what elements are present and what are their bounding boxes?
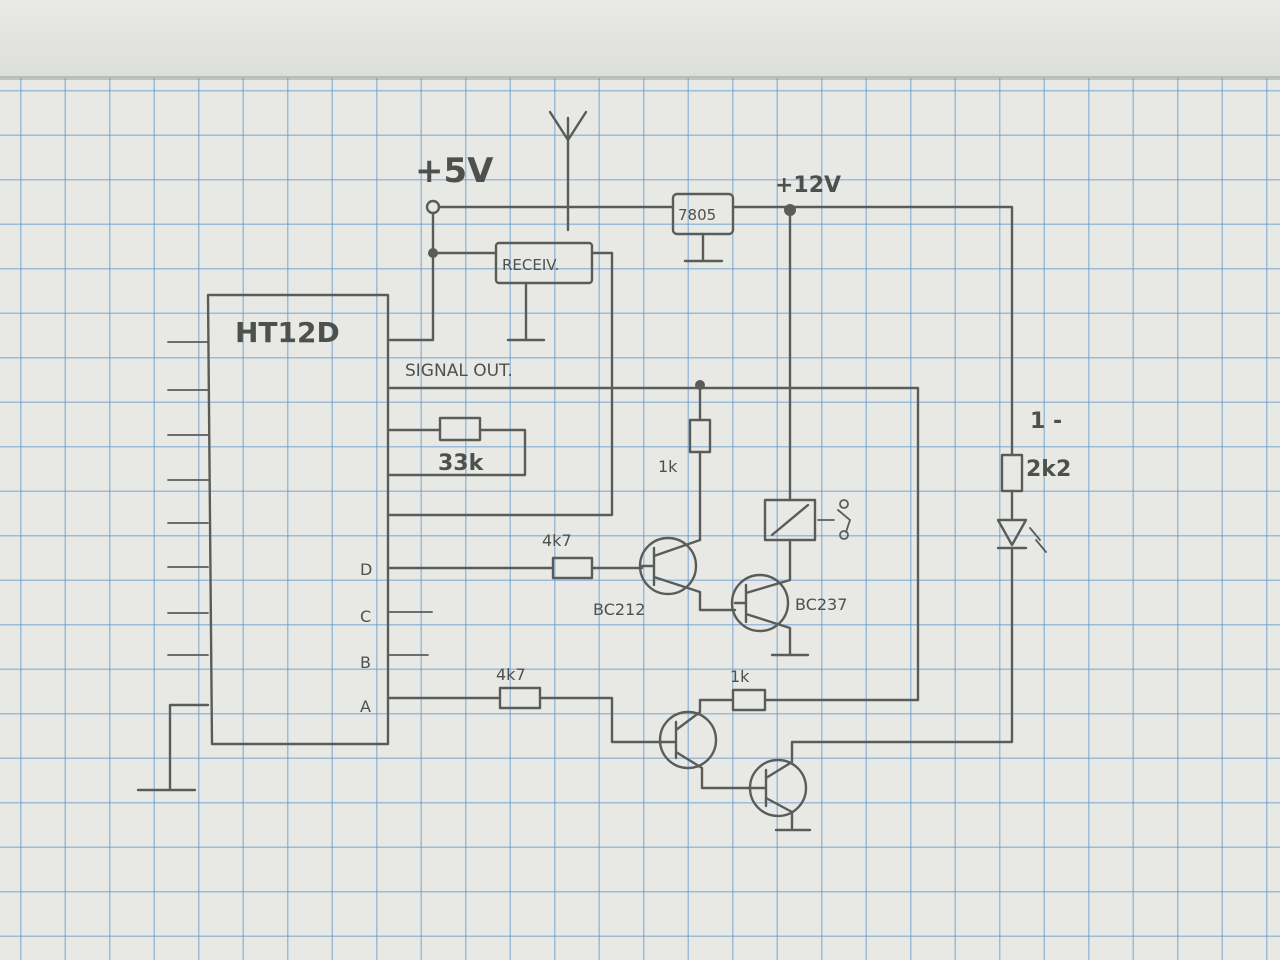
label-ht12d: HT12D <box>235 316 340 349</box>
ht12d-decoder-ic <box>136 293 702 792</box>
label-plus-5v: +5V <box>415 151 494 191</box>
label-pin-d: D <box>360 560 372 579</box>
receiver-module <box>386 241 614 517</box>
led-symbol <box>996 518 1028 550</box>
antenna <box>548 110 588 232</box>
plus-5v-rail <box>386 199 675 342</box>
transistor-bc237 <box>730 573 790 633</box>
label-pin-a: A <box>360 697 371 716</box>
output-a-stage <box>386 548 1014 832</box>
label-7805: 7805 <box>678 206 716 224</box>
resistor-2k2 <box>1000 453 1024 493</box>
output-d-stage <box>386 498 852 657</box>
plus-5v-terminal <box>425 199 441 215</box>
label-signal-out: SIGNAL OUT. <box>405 361 513 381</box>
regulator-7805 <box>671 192 792 263</box>
transistor-a1 <box>658 710 718 770</box>
plus-12v-rail <box>784 204 1014 502</box>
resistor-1k-bottom <box>731 688 767 712</box>
transistor-bc212 <box>638 536 698 596</box>
graph-paper-sheet <box>0 78 1280 960</box>
signal-out-line <box>688 380 920 702</box>
label-pin-c: C <box>360 607 371 626</box>
label-bc212: BC212 <box>593 600 645 619</box>
label-pin-b: B <box>360 653 371 672</box>
label-led-resistor-line-1: 1 - <box>1030 409 1062 434</box>
label-bc237: BC237 <box>795 595 847 614</box>
label-receiver: RECEIV. <box>502 256 559 274</box>
led-branch <box>996 453 1047 553</box>
label-1k-top: 1k <box>658 457 678 476</box>
resistor-4k7-d <box>551 556 594 580</box>
relay-coil <box>763 498 817 542</box>
label-33k: 33k <box>438 451 485 476</box>
label-2k2: 2k2 <box>1026 457 1071 482</box>
label-4k7-d: 4k7 <box>542 531 572 550</box>
label-plus-12v: +12V <box>775 173 841 198</box>
paper-background-top <box>0 0 1280 78</box>
resistor-1k-top <box>688 418 712 454</box>
label-4k7-a: 4k7 <box>496 665 526 684</box>
resistor-4k7-a <box>498 686 542 710</box>
label-1k-bottom: 1k <box>730 667 750 686</box>
resistor-33k <box>438 416 482 442</box>
paper-edge <box>0 76 1280 80</box>
